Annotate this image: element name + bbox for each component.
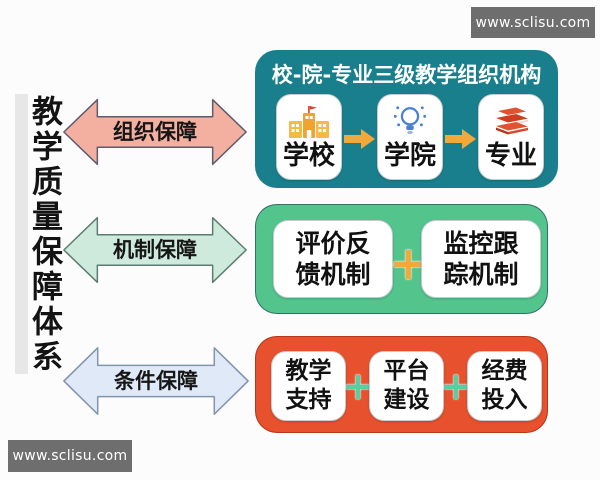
books-icon [489, 103, 533, 141]
platform-construction-label: 平台 建设 [383, 358, 430, 413]
lightbulb-icon [392, 103, 428, 141]
org-structure-panel: 校-院-专业三级教学组织机构 [255, 50, 558, 188]
school-building-icon [287, 103, 331, 141]
double-headed-arrow-icon [63, 347, 249, 415]
org-structure-panel-title: 校-院-专业三级教学组织机构 [271, 63, 542, 87]
evaluation-feedback-label: 评价反 馈机制 [295, 228, 371, 289]
mechanism-guarantee-arrow: 机制保障 [62, 212, 248, 288]
monitoring-tracking-label: 监控跟 踪机制 [443, 228, 519, 289]
plus-icon: + [440, 364, 472, 408]
condition-guarantee-label: 条件保障 [114, 368, 198, 393]
school-card-label: 学校 [282, 141, 335, 172]
major-card-label: 专业 [484, 141, 537, 172]
plus-icon: + [389, 236, 428, 290]
double-headed-arrow-icon [63, 98, 247, 166]
major-card: 专业 [478, 94, 544, 180]
watermark-top-right: www.sclisu.com [471, 7, 595, 38]
school-card: 学校 [276, 94, 342, 180]
watermark-bottom-left: www.sclisu.com [8, 440, 132, 472]
condition-panel: 教学 支持 + 平台 建设 + 经费 投入 [255, 336, 548, 433]
double-headed-arrow-icon [63, 216, 247, 284]
organization-guarantee-arrow: 组织保障 [62, 94, 248, 170]
mechanism-panel: 评价反 馈机制 + 监控跟 踪机制 [255, 204, 548, 314]
teaching-support-label: 教学 支持 [285, 358, 332, 413]
college-card-label: 学院 [383, 141, 436, 172]
flow-arrow-icon [445, 129, 476, 149]
funding-investment-card: 经费 投入 [467, 351, 542, 421]
organization-guarantee-label: 组织保障 [113, 119, 197, 144]
diagram-vertical-title: 教学质量保障体系 [26, 95, 62, 375]
vertical-title-highlight-band [15, 94, 28, 374]
evaluation-feedback-card: 评价反 馈机制 [273, 220, 393, 298]
mechanism-guarantee-label: 机制保障 [113, 237, 197, 262]
funding-investment-label: 经费 投入 [481, 358, 528, 413]
college-card: 学院 [377, 94, 443, 180]
plus-icon: + [342, 364, 374, 408]
monitoring-tracking-card: 监控跟 踪机制 [421, 220, 541, 298]
flow-arrow-icon [344, 129, 375, 149]
platform-construction-card: 平台 建设 [369, 351, 444, 421]
condition-guarantee-arrow: 条件保障 [62, 342, 250, 420]
teaching-support-card: 教学 支持 [271, 351, 346, 421]
